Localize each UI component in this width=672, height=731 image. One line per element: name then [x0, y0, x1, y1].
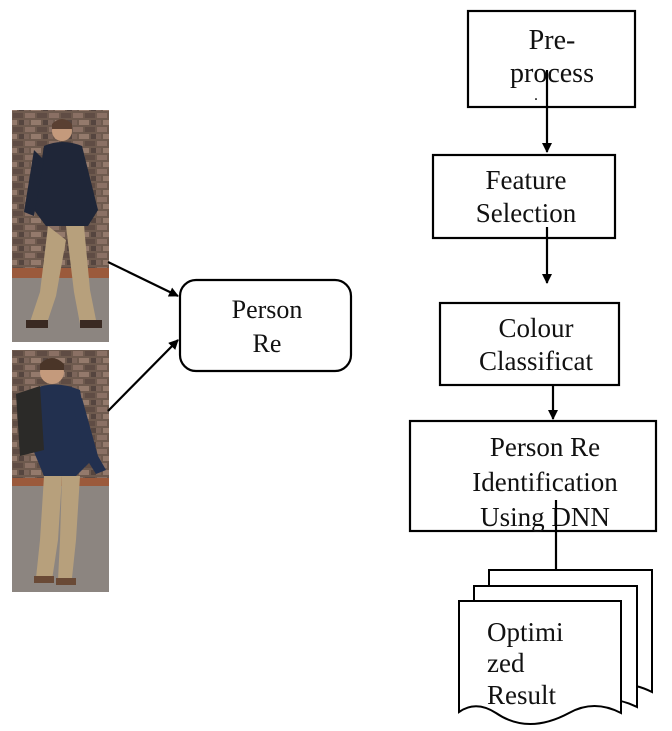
colour-classification-label-line-1: Colour	[498, 313, 573, 343]
person-re-label-line-1: Person	[232, 295, 303, 324]
optimized-result-label-line-1: Optimi	[487, 617, 564, 647]
person-walking-photo	[12, 110, 109, 342]
preprocess-label-line-1: Pre-	[529, 25, 576, 56]
arrow-photo1-to-person-re	[107, 261, 179, 297]
preprocess-label-line-3: .	[534, 87, 538, 104]
person-reid-dnn-label-line-2: Identification	[472, 467, 618, 497]
preprocess-label-line-2: process	[510, 58, 594, 89]
preprocess-box: Pre- process .	[466, 9, 637, 109]
optimized-result-documents: Optimi zed Result	[458, 569, 653, 725]
person-reid-dnn-box: Person Re Identification Using DNN	[408, 419, 658, 533]
feature-selection-label-line-1: Feature	[486, 165, 567, 195]
feature-selection-label-line-2: Selection	[476, 198, 577, 228]
person-re-box: Person Re	[178, 278, 353, 373]
person-with-backpack-photo	[12, 350, 109, 592]
optimized-result-label-line-2: zed	[487, 648, 525, 678]
person-reid-dnn-label-line-1: Person Re	[490, 432, 600, 462]
colour-classification-label-line-2: Classificat	[479, 346, 593, 376]
person-re-label-line-2: Re	[253, 329, 282, 358]
optimized-result-label-line-3: Result	[487, 680, 557, 710]
arrow-photo2-to-person-re	[107, 339, 179, 412]
person-reid-dnn-label-line-3: Using DNN	[480, 502, 610, 532]
feature-selection-box: Feature Selection	[431, 153, 617, 240]
colour-classification-box: Colour Classificat	[438, 301, 621, 387]
